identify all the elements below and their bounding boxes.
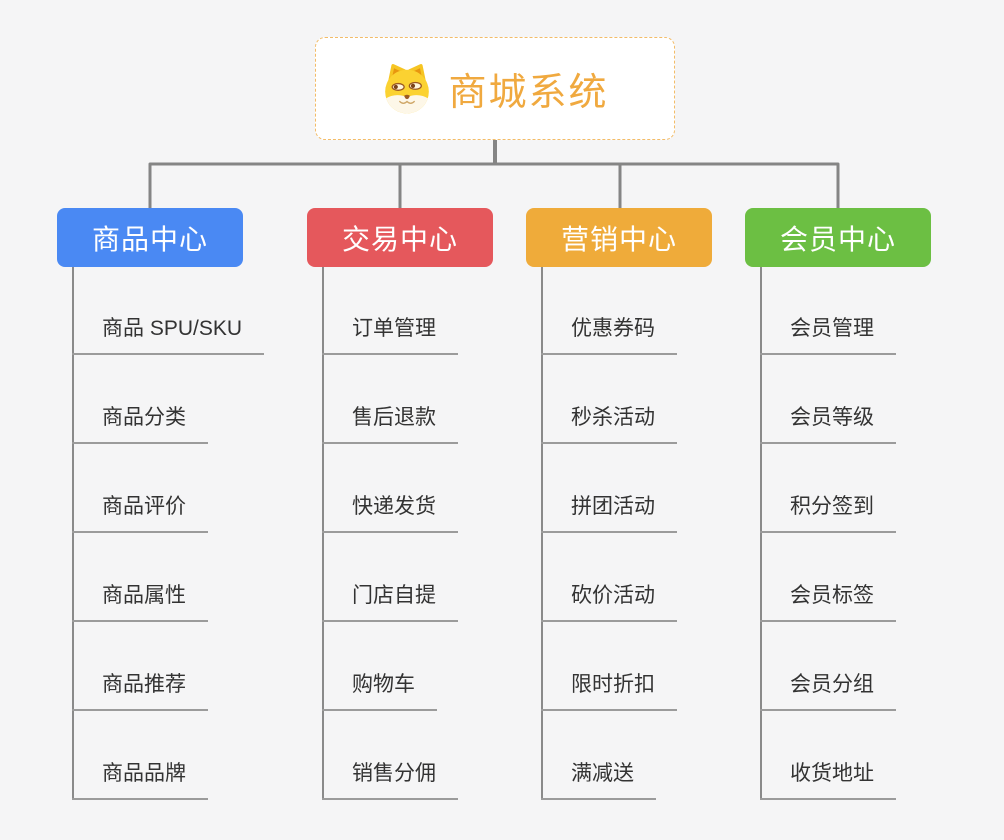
leaf-node-label: 商品属性: [72, 581, 208, 622]
leaf-node[interactable]: 满减送: [541, 759, 656, 800]
leaf-node-label: 购物车: [322, 670, 437, 711]
leaf-node[interactable]: 快递发货: [322, 492, 458, 533]
branch-node-member-center[interactable]: 会员中心: [745, 208, 931, 267]
leaf-node[interactable]: 销售分佣: [322, 759, 458, 800]
branch-node-marketing-center[interactable]: 营销中心: [526, 208, 712, 267]
leaf-node[interactable]: 商品评价: [72, 492, 208, 533]
leaf-node-label: 订单管理: [322, 314, 458, 355]
leaf-node-label: 商品品牌: [72, 759, 208, 800]
root-node-title: 商城系统: [448, 72, 609, 114]
leaf-node[interactable]: 会员等级: [760, 403, 896, 444]
leaf-node[interactable]: 限时折扣: [541, 670, 677, 711]
leaf-node-label: 快递发货: [322, 492, 458, 533]
leaf-node[interactable]: 商品推荐: [72, 670, 208, 711]
leaf-node-label: 砍价活动: [541, 581, 677, 622]
branch-node-label: 会员中心: [779, 223, 896, 255]
leaf-node-label: 会员分组: [760, 670, 896, 711]
leaf-node-label: 秒杀活动: [541, 403, 677, 444]
leaf-node[interactable]: 积分签到: [760, 492, 896, 533]
leaf-node-label: 商品评价: [72, 492, 208, 533]
leaf-node-label: 售后退款: [322, 403, 458, 444]
leaf-node[interactable]: 售后退款: [322, 403, 458, 444]
leaf-node[interactable]: 会员分组: [760, 670, 896, 711]
leaf-node[interactable]: 会员管理: [760, 314, 896, 355]
leaf-node[interactable]: 秒杀活动: [541, 403, 677, 444]
leaf-node-label: 收货地址: [760, 759, 896, 800]
leaf-node-label: 会员等级: [760, 403, 896, 444]
leaf-node-label: 会员管理: [760, 314, 896, 355]
leaf-node-label: 拼团活动: [541, 492, 677, 533]
branch-node-label: 商品中心: [91, 223, 208, 255]
leaf-node-label: 商品推荐: [72, 670, 208, 711]
leaf-node[interactable]: 收货地址: [760, 759, 896, 800]
leaf-node-label: 优惠券码: [541, 314, 677, 355]
leaf-node[interactable]: 门店自提: [322, 581, 458, 622]
leaf-node-label: 积分签到: [760, 492, 896, 533]
leaf-node[interactable]: 商品品牌: [72, 759, 208, 800]
branch-node-label: 交易中心: [341, 223, 458, 255]
branch-node-label: 营销中心: [560, 223, 677, 255]
branch-node-product-center[interactable]: 商品中心: [57, 208, 243, 267]
leaf-node-label: 限时折扣: [541, 670, 677, 711]
leaf-node-label: 商品分类: [72, 403, 208, 444]
shiba-dog-face-icon: [385, 63, 430, 113]
leaf-node[interactable]: 订单管理: [322, 314, 458, 355]
leaf-node[interactable]: 购物车: [322, 670, 437, 711]
leaf-node-label: 商品 SPU/SKU: [72, 314, 265, 355]
leaf-node-label: 满减送: [541, 759, 656, 800]
leaf-node[interactable]: 拼团活动: [541, 492, 677, 533]
leaf-node-label: 门店自提: [322, 581, 458, 622]
leaf-node-label: 会员标签: [760, 581, 896, 622]
root-node-mall-system[interactable]: 商城系统: [315, 37, 675, 140]
branch-node-trade-center[interactable]: 交易中心: [307, 208, 493, 267]
leaf-node[interactable]: 商品分类: [72, 403, 208, 444]
leaf-node[interactable]: 商品属性: [72, 581, 208, 622]
leaf-node[interactable]: 商品 SPU/SKU: [72, 314, 265, 355]
leaf-node-label: 销售分佣: [322, 759, 458, 800]
leaf-node[interactable]: 砍价活动: [541, 581, 677, 622]
leaf-node[interactable]: 优惠券码: [541, 314, 677, 355]
bus-connector-line: [148, 162, 840, 208]
leaf-node[interactable]: 会员标签: [760, 581, 896, 622]
